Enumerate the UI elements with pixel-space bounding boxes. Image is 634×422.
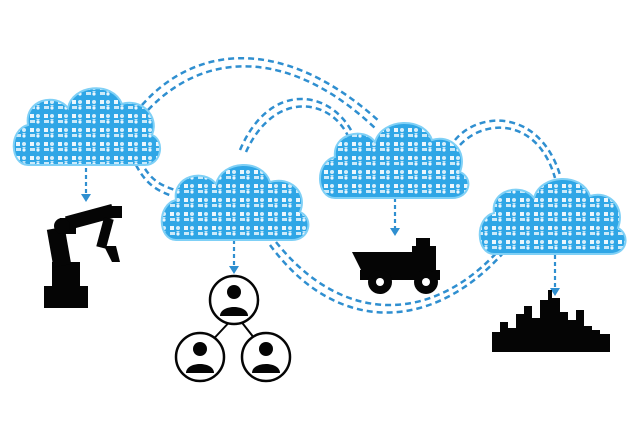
down-arrows (84, 168, 557, 290)
person-node-left (174, 331, 226, 383)
arrow-heads (81, 194, 560, 296)
cloud-2 (160, 164, 310, 241)
arrow-head-1 (81, 194, 91, 202)
cloud-1 (12, 87, 161, 166)
connector-cloud2-cloud4-inner (275, 241, 507, 307)
connectors (134, 57, 562, 314)
connector-cloud1-cloud2-inner (134, 164, 173, 198)
industrial-robot-arm-icon (44, 204, 122, 308)
connector-cloud1-cloud3 (141, 57, 381, 123)
connector-cloud2-cloud3-inner (244, 105, 350, 153)
cloud-4 (478, 178, 627, 255)
arrow-head-4 (550, 288, 560, 296)
mining-truck-icon (352, 238, 440, 294)
person-node-right (240, 331, 292, 383)
connector-cloud3-cloud4 (454, 119, 562, 176)
people-network-icon (174, 274, 292, 383)
city-skyline-icon (492, 290, 610, 352)
connector-cloud1-cloud3-inner (147, 65, 376, 129)
cloud-3 (319, 122, 470, 199)
connector-cloud2-cloud3 (238, 97, 354, 151)
arrow-head-3 (390, 228, 400, 236)
connector-cloud2-cloud4 (268, 244, 511, 314)
arrow-head-2 (229, 266, 239, 274)
connector-cloud3-cloud4-inner (459, 126, 557, 179)
person-node-top (208, 274, 260, 326)
